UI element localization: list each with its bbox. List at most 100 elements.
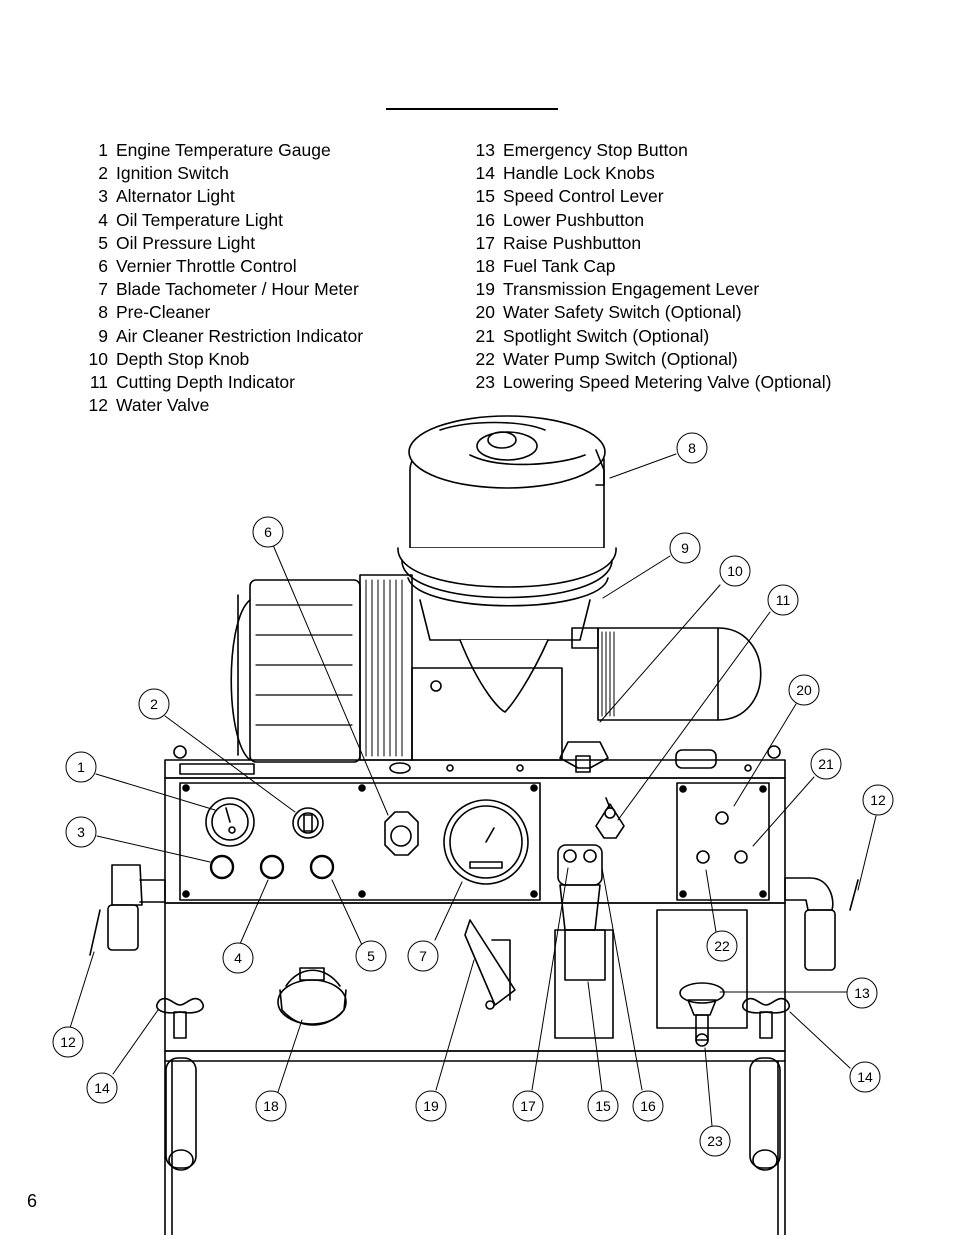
callout-11: 11	[767, 584, 799, 616]
callout-label: 13	[854, 985, 870, 1001]
legend-item: 6 Vernier Throttle Control	[78, 255, 363, 278]
handle-grip-left	[165, 1057, 197, 1171]
cutting-depth-indicator	[595, 797, 625, 839]
callout-21: 21	[810, 748, 842, 780]
callout-label: 10	[727, 563, 743, 579]
legend-item-label: Vernier Throttle Control	[116, 256, 297, 277]
callout-18: 18	[255, 1090, 287, 1122]
legend-item-number: 22	[475, 348, 495, 369]
callout-label: 12	[870, 792, 886, 808]
legend-item-label: Speed Control Lever	[503, 186, 664, 207]
legend-item-label: Oil Temperature Light	[116, 209, 283, 230]
callout-7: 7	[407, 940, 439, 972]
legend-item-number: 21	[475, 325, 495, 346]
callout-12: 12	[52, 1026, 84, 1058]
legend-item: 21 Spotlight Switch (Optional)	[465, 325, 831, 348]
legend-item-number: 1	[98, 140, 108, 160]
callout-label: 16	[640, 1098, 656, 1114]
callout-14: 14	[849, 1061, 881, 1093]
callout-label: 22	[714, 938, 730, 954]
callout-17: 17	[512, 1090, 544, 1122]
legend-item-label: Water Pump Switch (Optional)	[503, 348, 738, 369]
callout-label: 21	[818, 756, 834, 772]
callout-13: 13	[846, 977, 878, 1009]
legend-item-label: Lower Pushbutton	[503, 209, 645, 230]
legend-item-label: Spotlight Switch (Optional)	[503, 325, 710, 346]
callout-9: 9	[669, 532, 701, 564]
depth-stop-knob	[559, 741, 609, 773]
callout-label: 5	[367, 948, 375, 964]
legend-item-number: 8	[98, 302, 108, 323]
right-switch-plate	[676, 782, 770, 901]
transmission-engagement-lever	[464, 919, 516, 1010]
legend-item: 18 Fuel Tank Cap	[465, 255, 831, 278]
legend-item-number: 5	[98, 232, 108, 253]
legend-item-label: Raise Pushbutton	[503, 232, 642, 253]
title-rule	[386, 108, 558, 110]
leader-lines	[69, 453, 877, 1127]
callout-15: 15	[587, 1090, 619, 1122]
indicator-lights	[209, 854, 335, 880]
legend-item: 17 Raise Pushbutton	[465, 232, 831, 255]
callout-label: 3	[77, 824, 85, 840]
legend-item-number: 15	[475, 186, 495, 207]
callout-5: 5	[355, 940, 387, 972]
legend-item: 19 Transmission Engagement Lever	[465, 278, 831, 301]
handle-lock-knob-left	[156, 997, 204, 1039]
water-pump-box	[656, 909, 748, 1029]
callout-14: 14	[86, 1072, 118, 1104]
legend-item-label: Handle Lock Knobs	[503, 163, 655, 184]
legend-item-label: Cutting Depth Indicator	[116, 372, 295, 393]
legend-item-number: 6	[98, 256, 108, 277]
legend-item-number: 9	[98, 325, 108, 346]
handle-grip-top	[675, 749, 717, 769]
legend-item-label: Water Valve	[116, 395, 210, 416]
pre-cleaner	[408, 415, 606, 549]
air-cleaner-housing	[397, 547, 617, 713]
legend-item-number: 2	[98, 163, 108, 184]
legend-item-label: Engine Temperature Gauge	[116, 140, 331, 160]
callout-label: 23	[707, 1133, 723, 1149]
legend-item-label: Water Safety Switch (Optional)	[503, 302, 742, 323]
panel-frame	[164, 745, 786, 1235]
callout-3: 3	[65, 816, 97, 848]
callout-20: 20	[788, 674, 820, 706]
ignition-switch	[292, 807, 324, 839]
legend-item-number: 10	[88, 348, 108, 369]
right-switches	[696, 811, 748, 864]
callout-label: 18	[263, 1098, 279, 1114]
callout-10: 10	[719, 555, 751, 587]
handle-grip-right	[749, 1057, 781, 1171]
callout-22: 22	[706, 930, 738, 962]
emergency-stop-button	[679, 982, 725, 1047]
callout-12: 12	[862, 784, 894, 816]
water-valve-right	[784, 877, 859, 971]
callout-8: 8	[676, 432, 708, 464]
engine-temperature-gauge	[205, 797, 255, 847]
engine	[230, 574, 563, 763]
legend-item-label: Transmission Engagement Lever	[503, 279, 760, 300]
callout-label: 11	[776, 592, 791, 608]
legend-item-number: 18	[475, 256, 495, 277]
callout-label: 9	[681, 540, 689, 556]
legend-item-number: 13	[475, 140, 495, 160]
callout-16: 16	[632, 1090, 664, 1122]
legend-item-label: Fuel Tank Cap	[503, 256, 616, 277]
callout-label: 17	[520, 1098, 536, 1114]
callout-label: 14	[94, 1080, 110, 1096]
legend-item-number: 17	[475, 232, 495, 253]
legend-item-number: 19	[475, 279, 495, 300]
callout-label: 12	[60, 1034, 76, 1050]
callout-label: 19	[423, 1098, 439, 1114]
